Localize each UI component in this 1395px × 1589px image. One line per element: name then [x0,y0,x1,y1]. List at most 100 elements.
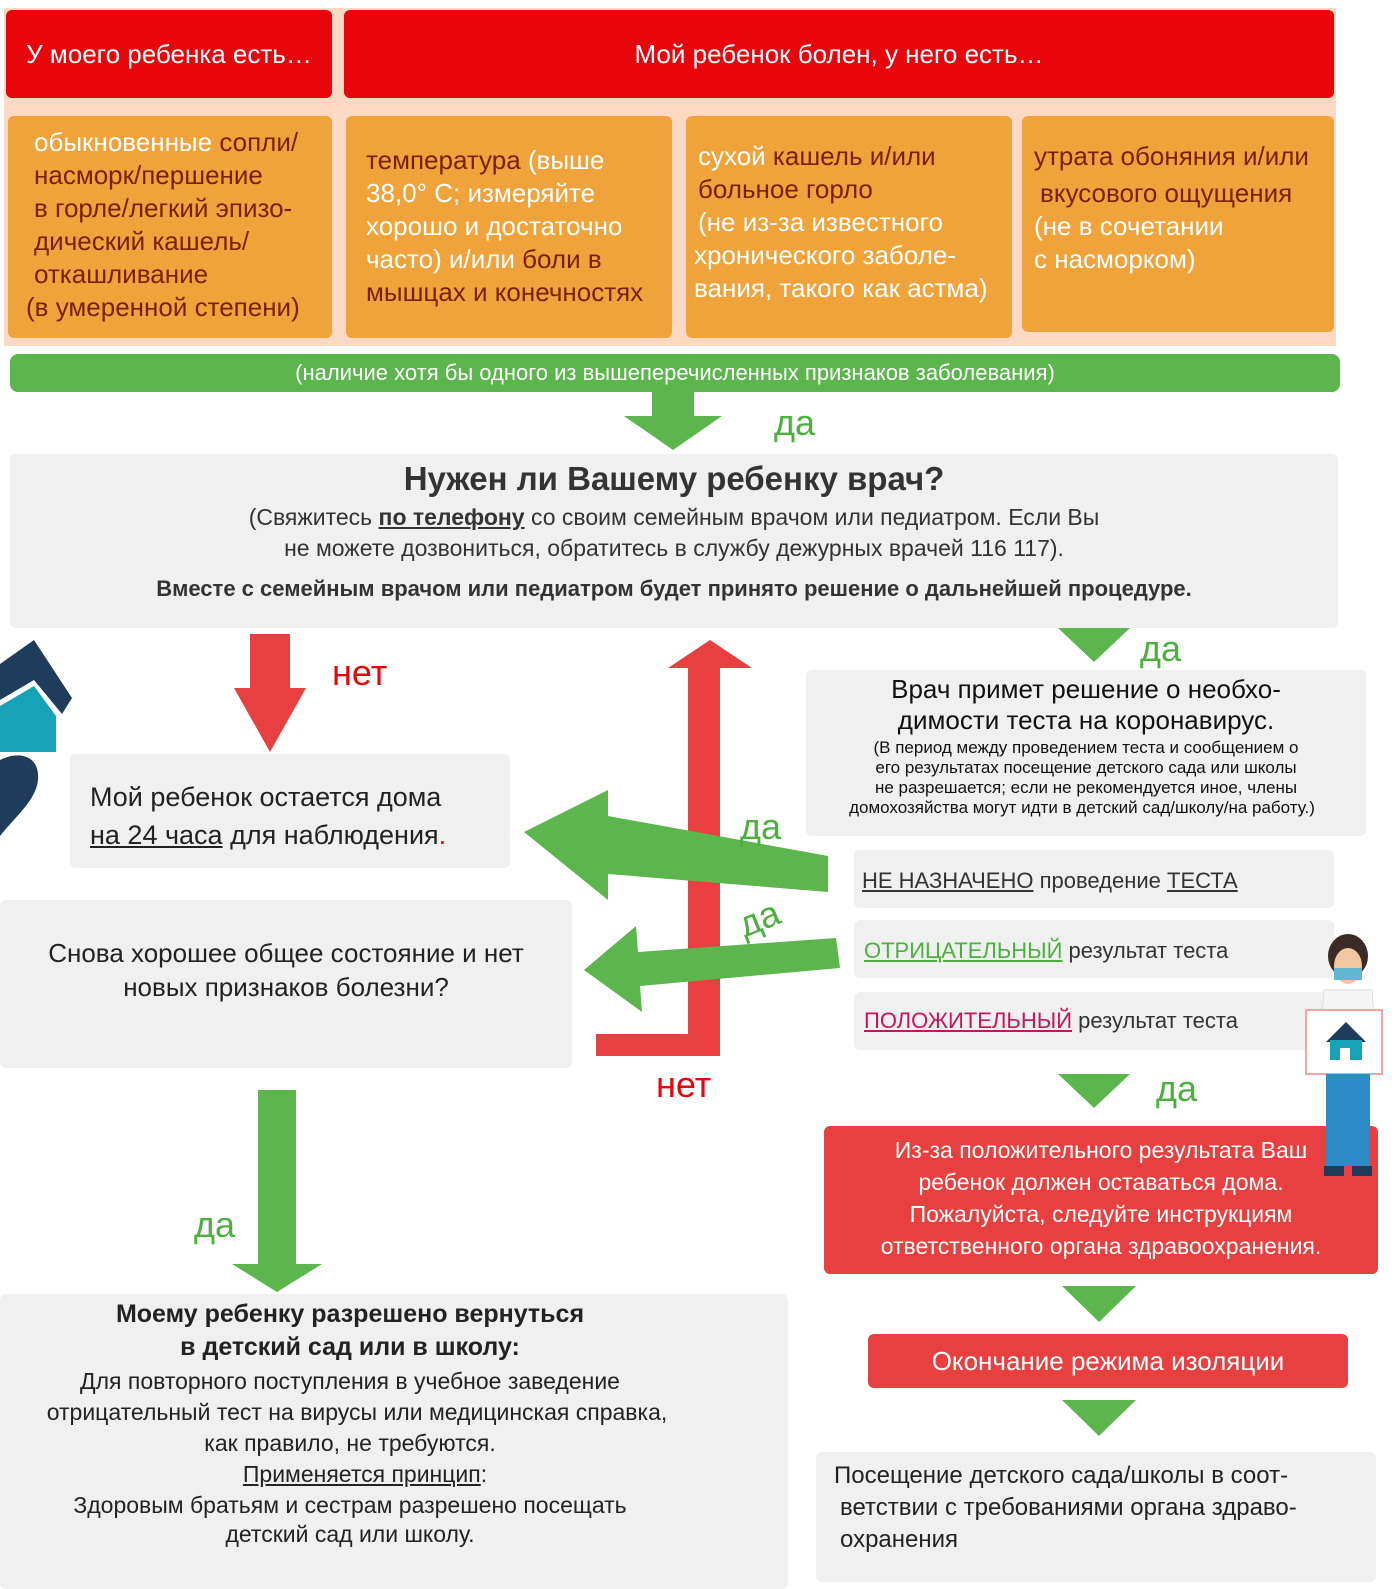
return-title1: Моему ребенку разрешено вернуться [115,1300,585,1328]
doctor-decides-line1: Врач примет решение о необхо- [891,674,1281,704]
end-isolation-box: Окончание режима изоляции [868,1334,1348,1388]
stay-home-dot: . [438,820,447,850]
label-yes-3: да [740,806,782,847]
header-is-sick-text: Мой ребенок болен, у него есть… [634,38,1044,69]
return-line3: как правило, не требуются. [204,1430,496,1456]
return-principle: Применяется принцип: [30,1461,700,1488]
s2-f: боли в [522,244,602,274]
label-no-1: нет [332,652,388,693]
s2-g: мышцах и конечностях [366,277,644,307]
s1-g: (в умеренной степени) [26,292,300,322]
healthy-line2: новых признаков болезни? [123,972,449,1002]
dq-line1-c: со своим семейным врачом или педиатром. … [524,504,1100,530]
s4-b: вкусового ощущения [1040,178,1293,208]
attend-line2: ветствии с требованиями органа здраво- [840,1494,1297,1521]
arrow-left-not-tested [524,790,828,900]
attend-line1: Посещение детского сада/школы в соот- [834,1462,1289,1489]
s3-f: вания, такого как астма) [694,273,988,303]
s3-b: кашель и/или [772,141,936,171]
doctor-question-box: Нужен ли Вашему ребенку врач? (Свяжитесь… [10,454,1338,628]
stay-home-24h: на 24 часа [90,820,223,850]
s1-f: откашливание [34,259,209,289]
s2-c: 38,0° С; измеряйте [366,178,596,208]
arrow-down-1 [624,392,722,450]
positive-b: результат теста [1072,1008,1238,1033]
doctor-figure-icon [1305,934,1383,1176]
positive-line1: Из-за положительного результата Ваш [894,1137,1308,1163]
option-negative: ОТРИЦАТЕЛЬНЫЙ результат теста [854,920,1334,978]
doctor-decides-note2: его результатах посещение детского сада … [875,758,1297,777]
end-isolation-text: Окончание режима изоляции [931,1345,1285,1376]
arrow-down-3 [1058,1074,1130,1108]
attend-after-box: Посещение детского сада/школы в соот- ве… [816,1452,1376,1582]
positive-line4: ответственного органа здравоохранения. [880,1233,1322,1259]
arrow-down-return [232,1090,322,1292]
s3-d: (не из-за известного [698,207,943,237]
s1-e: дический кашель/ [34,226,250,256]
header-is-sick: Мой ребенок болен, у него есть… [344,10,1334,98]
arrow-left-negative [584,926,840,1012]
return-line4: Здоровым братьям и сестрам разрешено пос… [73,1492,627,1518]
stay-home-box: Мой ребенок остается дома на 24 часа для… [70,754,510,868]
stay-home-line1: Мой ребенок остается дома [90,782,442,812]
s2-a: температура [366,145,521,175]
stay-home-line2: для наблюдения [222,820,439,850]
not-tested-b: проведение [1033,868,1168,893]
header-has: У моего ребенка есть… [6,10,332,98]
s2-d: хорошо и достаточно [366,211,623,241]
s2-b: (выше [520,145,605,175]
dq-line1-a: (Свяжитесь [248,504,379,530]
doctor-decides-note1: (В период между проведением теста и сооб… [873,738,1299,757]
header-has-text: У моего ребенка есть… [26,38,312,69]
doctor-question-decision: Вместе с семейным врачом или педиатром б… [156,576,1192,601]
label-yes-1: да [774,402,816,443]
doctor-decides-line2: димости теста на коронавирус. [897,705,1275,735]
option-not-tested: НЕ НАЗНАЧЕНО проведение ТЕСТА [854,850,1334,908]
s4-c: (не в сочетании [1034,211,1224,241]
doctor-decides-note4: домохозяйства могут идти в детский сад/ш… [849,798,1315,817]
return-line1: Для повторного поступления в учебное зав… [80,1368,620,1394]
return-allowed-box: Моему ребенку разрешено вернуться в детс… [0,1294,788,1589]
doctor-question-line1: (Свяжитесь по телефону со своим семейным… [10,504,1338,531]
s1-a: обыкновенные [34,127,220,157]
symptom-fever: температура (выше 38,0° С; измеряйте хор… [346,116,672,338]
symptom-smell: утрата обоняния и/или вкусового ощущения… [1022,116,1334,332]
return-title2: в детский сад или в школу: [180,1333,520,1361]
s4-a: утрата обоняния и/или [1034,141,1309,171]
return-line5: детский сад или школу. [225,1521,475,1547]
label-yes-5: да [1156,1068,1198,1109]
positive-result-box: Из-за положительного результата Ваш ребе… [824,1126,1378,1274]
option-positive: ПОЛОЖИТЕЛЬНЫЙ результат теста [854,992,1334,1050]
negative-b: результат теста [1062,938,1229,963]
symptom-cold: обыкновенные сопли/ насморк/першение в г… [8,116,332,338]
doctor-question-line2: не можете дозвониться, обратитесь в служ… [284,535,1064,561]
house-icon [0,640,72,836]
positive-a: ПОЛОЖИТЕЛЬНЫЙ [864,1008,1073,1033]
not-tested-a: НЕ НАЗНАЧЕНО [862,868,1034,893]
s1-b: сопли/ [219,127,299,157]
label-no-2: нет [656,1064,712,1105]
doctor-decides-note3: не разрешается; если не рекомендуется ин… [874,778,1298,797]
s1-d: в горле/легкий эпизо- [34,193,293,223]
arrow-down-4 [1062,1286,1136,1322]
doctor-question-title: Нужен ли Вашему ребенку врач? [403,460,945,497]
positive-line2: ребенок должен оставаться дома. [918,1169,1284,1195]
return-line2: отрицательный тест на вирусы или медицин… [46,1399,668,1425]
attend-line3: охранения [840,1526,959,1553]
s3-e: хронического заболе- [694,240,956,270]
s3-c: больное горло [698,174,873,204]
label-yes-6: да [194,1204,236,1245]
s3-a: сухой [698,141,773,171]
condition-bar: (наличие хотя бы одного из вышеперечисле… [10,354,1340,392]
dq-line1-b: по телефону [378,504,525,530]
healthy-line1: Снова хорошее общее состояние и нет [48,938,524,968]
condition-bar-text: (наличие хотя бы одного из вышеперечисле… [295,360,1055,385]
healthy-question-box: Снова хорошее общее состояние и нет новы… [0,900,572,1068]
symptom-cough: сухой кашель и/или больное горло (не из-… [686,116,1012,338]
not-tested-c: ТЕСТА [1167,868,1238,893]
arrow-no-down [234,634,306,752]
s4-d: с насморком) [1034,244,1196,274]
label-yes-2: да [1140,628,1182,669]
positive-line3: Пожалуйста, следуйте инструкциям [909,1201,1293,1227]
